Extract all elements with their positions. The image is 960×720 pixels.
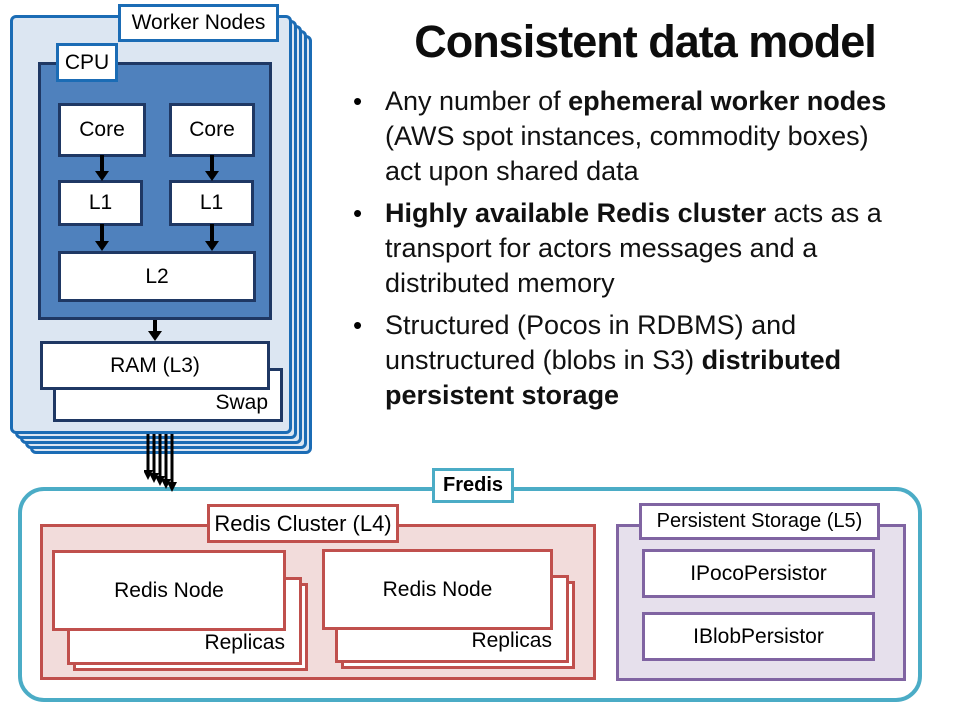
ram-l3-box: RAM (L3) — [40, 341, 270, 390]
down-arrow-icon — [95, 155, 109, 181]
worker-nodes-label: Worker Nodes — [118, 4, 279, 42]
bullet-dot-icon: • — [353, 86, 363, 116]
bullet-item: • Highly available Redis cluster acts as … — [340, 196, 952, 301]
redis-node-box: Redis Node — [52, 550, 286, 631]
redis-cluster-label: Redis Cluster (L4) — [207, 504, 399, 543]
core-box-left: Core — [58, 103, 146, 157]
bullet-text: Any number of ephemeral worker nodes(AWS… — [385, 86, 887, 186]
page-title: Consistent data model — [414, 16, 877, 67]
persistent-storage-label: Persistent Storage (L5) — [639, 503, 880, 540]
core-box-right: Core — [169, 103, 255, 157]
bullet-list: • Any number of ephemeral worker nodes(AW… — [340, 84, 952, 420]
bullet-text: Highly available Redis cluster acts as a… — [385, 198, 882, 298]
bullet-dot-icon: • — [353, 310, 363, 340]
bullet-dot-icon: • — [353, 198, 363, 228]
down-arrow-icon — [205, 224, 219, 251]
l1-cache-box-right: L1 — [169, 180, 254, 226]
iblob-persistor-box: IBlobPersistor — [642, 612, 875, 661]
cpu-label: CPU — [56, 43, 118, 82]
l2-cache-box: L2 — [58, 251, 256, 302]
down-arrow-icon — [148, 320, 162, 341]
redis-node-box: Redis Node — [322, 549, 553, 630]
ipoco-persistor-box: IPocoPersistor — [642, 549, 875, 598]
fredis-label: Fredis — [432, 468, 514, 503]
bullet-item: • Any number of ephemeral worker nodes(AW… — [340, 84, 952, 189]
down-arrow-icon — [205, 155, 219, 181]
l1-cache-box-left: L1 — [58, 180, 143, 226]
down-arrow-bundle-icon — [144, 434, 177, 492]
down-arrow-icon — [95, 224, 109, 251]
